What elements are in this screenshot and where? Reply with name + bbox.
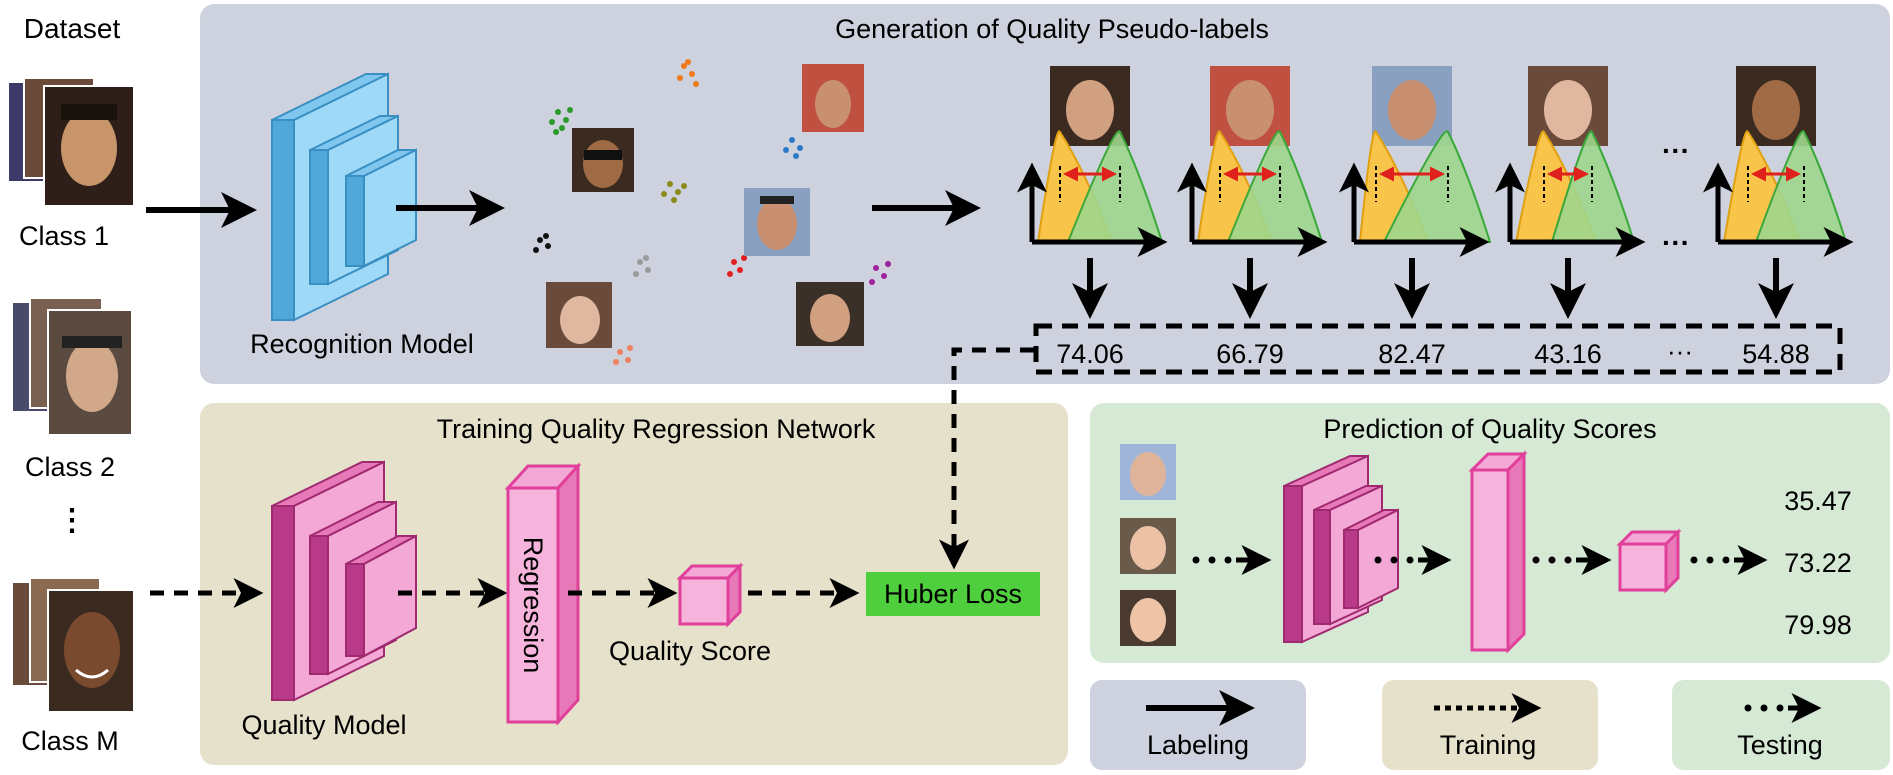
pseudo-label-column: [1339, 66, 1492, 319]
embedding-cluster-red: [727, 255, 747, 277]
pseudo-label-score: 54.88: [1742, 339, 1810, 369]
testing-legend-arrow: [1744, 693, 1822, 723]
pseudo-label-score: 82.47: [1378, 339, 1446, 369]
pseudo-label-column: [1703, 66, 1854, 319]
class-m-face-stack: [11, 577, 135, 713]
test-face-thumbnail: [1120, 518, 1176, 574]
score-distribution-plot: [1017, 130, 1168, 257]
score-distribution-plot: [1495, 130, 1646, 257]
distribution-ellipsis-mid: ···: [1662, 227, 1690, 258]
test-dots-arrow: [1532, 545, 1612, 575]
quality-score-label: Quality Score: [609, 636, 771, 666]
recognition-model-icon: [271, 72, 417, 322]
test-score-cube-icon: [1616, 528, 1682, 594]
score-distribution-plot: [1177, 130, 1328, 257]
legend-training-label: Training: [1440, 730, 1537, 760]
class-1-label: Class 1: [19, 221, 109, 251]
huber-loss-box: [866, 572, 1040, 616]
test-regression-block-icon: [1468, 450, 1528, 654]
test-quality-model-icon: [1283, 454, 1399, 644]
pseudo-label-score: 74.06: [1056, 339, 1124, 369]
embedding-cluster-gray: [633, 255, 651, 277]
class-2-face-stack: [11, 297, 133, 436]
test-face-thumbnail: [1120, 590, 1176, 646]
training-panel: [200, 403, 1068, 765]
class-ellipsis: ⋮: [57, 504, 87, 537]
embedding-cluster-olive: [661, 181, 687, 203]
legend-testing-box: [1672, 680, 1890, 770]
legend-labeling-label: Labeling: [1147, 730, 1249, 760]
recognition-model-label: Recognition Model: [250, 329, 474, 359]
pseudo-label-to-loss-connector: [939, 347, 1034, 570]
embedding-cluster-purple: [869, 261, 891, 285]
embedding-cluster-blue: [783, 137, 803, 159]
quality-model-icon: [271, 460, 417, 702]
regression-label: Regression: [518, 537, 548, 674]
prediction-title: Prediction of Quality Scores: [1323, 414, 1656, 444]
embedding-face-thumbnail: [572, 128, 634, 192]
test-dots-arrow: [1192, 545, 1272, 575]
pseudo-label-column: [1177, 66, 1328, 319]
score-distribution-plot: [1703, 130, 1854, 257]
pseudo-label-column: [1495, 66, 1646, 319]
class-2-label: Class 2: [25, 452, 115, 482]
embedding-face-thumbnail: [744, 188, 810, 256]
labeled-face-thumbnail: [1528, 66, 1608, 146]
pseudo-scores-ellipsis: ···: [1667, 336, 1693, 366]
predicted-score: 73.22: [1784, 548, 1852, 578]
quality-score-cube-icon: [676, 562, 744, 628]
predicted-score: 35.47: [1784, 486, 1852, 516]
embedding-cluster-salmon: [613, 345, 633, 365]
pseudo-label-score: 43.16: [1534, 339, 1602, 369]
training-title: Training Quality Regression Network: [437, 414, 876, 444]
embedding-cluster-green: [549, 107, 573, 135]
quality-model-label: Quality Model: [241, 710, 406, 740]
pseudo-label-score: 66.79: [1216, 339, 1284, 369]
class-1-face-stack: [7, 77, 135, 207]
legend-testing-label: Testing: [1737, 730, 1823, 760]
test-face-thumbnail: [1120, 444, 1176, 500]
embedding-face-thumbnail: [546, 282, 612, 348]
pseudo-label-scores-box: [1033, 323, 1843, 375]
test-dots-arrow: [1374, 545, 1452, 575]
legend-training-box: [1382, 680, 1598, 770]
generation-title: Generation of Quality Pseudo-labels: [835, 14, 1269, 44]
embedding-cluster-orange: [677, 59, 699, 87]
labeled-face-thumbnail: [1372, 66, 1452, 146]
embedding-face-thumbnail: [796, 282, 864, 346]
embedding-face-thumbnail: [802, 64, 864, 132]
predicted-score: 79.98: [1784, 610, 1852, 640]
pseudo-label-column: [1017, 66, 1168, 319]
embedding-cluster-black: [533, 233, 551, 253]
distribution-ellipsis-top: ···: [1662, 135, 1690, 166]
test-dots-arrow: [1690, 545, 1768, 575]
class-m-label: Class M: [21, 726, 119, 756]
score-distribution-plot: [1339, 130, 1492, 257]
huber-loss-label: Huber Loss: [884, 579, 1022, 609]
dataset-title: Dataset: [24, 13, 121, 44]
